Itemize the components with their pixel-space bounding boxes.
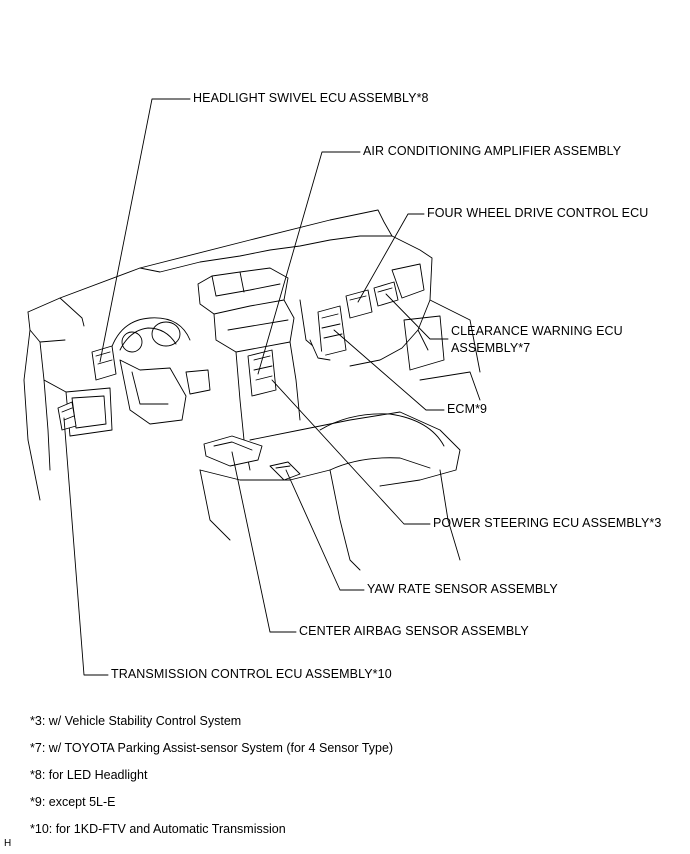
- label-clearance-warning-ecu-line1: CLEARANCE WARNING ECU: [451, 324, 623, 338]
- footnote-10: *10: for 1KD-FTV and Automatic Transmiss…: [30, 822, 286, 836]
- label-center-airbag-sensor: CENTER AIRBAG SENSOR ASSEMBLY: [299, 624, 529, 638]
- leader-headlight-swivel: [99, 98, 191, 363]
- leader-air-conditioning: [257, 151, 361, 375]
- leader-yaw-rate: [285, 469, 365, 591]
- leader-transmission-control: [63, 417, 109, 676]
- footnote-7: *7: w/ TOYOTA Parking Assist-sensor Syst…: [30, 741, 394, 755]
- footnote-8: *8: for LED Headlight: [30, 768, 148, 782]
- leader-four-wheel-drive: [357, 213, 425, 303]
- label-transmission-control-ecu: TRANSMISSION CONTROL ECU ASSEMBLY*10: [111, 667, 392, 681]
- label-headlight-swivel-ecu: HEADLIGHT SWIVEL ECU ASSEMBLY*8: [193, 91, 429, 105]
- label-air-conditioning-amplifier: AIR CONDITIONING AMPLIFIER ASSEMBLY: [363, 144, 622, 158]
- label-power-steering-ecu: POWER STEERING ECU ASSEMBLY*3: [433, 516, 662, 530]
- label-yaw-rate-sensor: YAW RATE SENSOR ASSEMBLY: [367, 582, 558, 596]
- leader-power-steering: [271, 379, 431, 525]
- ecu-components: [57, 281, 399, 481]
- corner-mark: H: [4, 838, 12, 849]
- label-four-wheel-drive-ecu: FOUR WHEEL DRIVE CONTROL ECU: [427, 206, 649, 220]
- dashboard-outline: [23, 209, 481, 571]
- leader-clearance-warning: [385, 293, 449, 340]
- label-ecm: ECM*9: [447, 402, 488, 416]
- leader-center-airbag: [231, 451, 297, 633]
- leader-lines: [63, 98, 449, 676]
- leader-ecm: [333, 329, 445, 411]
- footnote-3: *3: w/ Vehicle Stability Control System: [30, 714, 242, 728]
- label-clearance-warning-ecu-line2: ASSEMBLY*7: [451, 341, 531, 355]
- footnote-9: *9: except 5L-E: [30, 795, 116, 809]
